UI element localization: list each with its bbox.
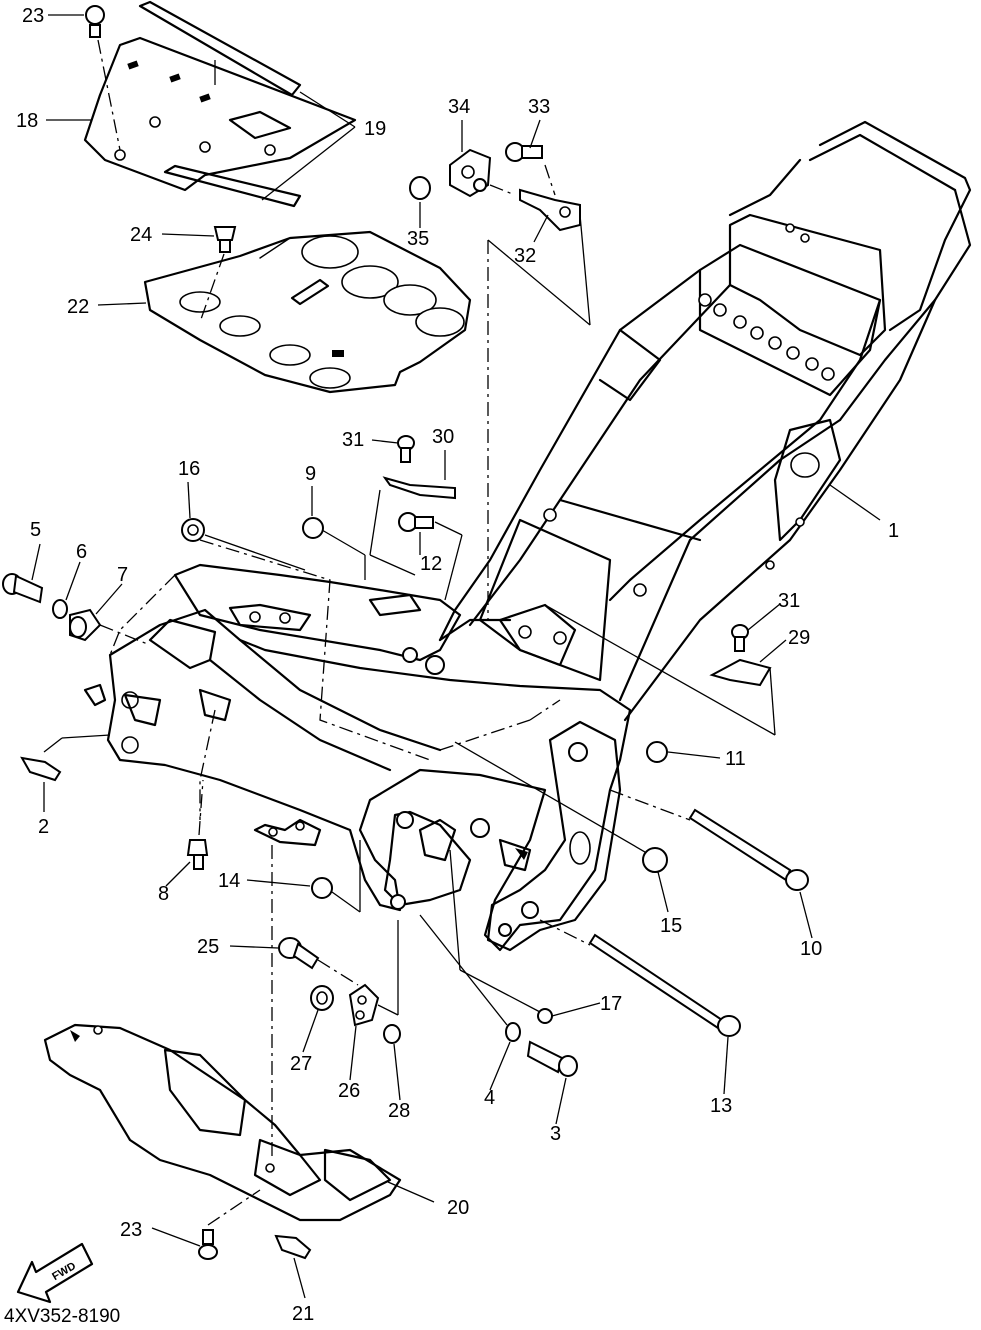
part-21-rubber-pad — [274, 1234, 312, 1260]
callout-34: 34 — [448, 96, 470, 118]
callout-18: 18 — [16, 110, 38, 132]
part-35-collar — [409, 176, 431, 200]
callout-6: 6 — [76, 541, 87, 563]
front-frame-section — [83, 539, 632, 952]
part-31-screw-top — [397, 435, 415, 463]
callout-10: 10 — [800, 938, 822, 960]
callout-29: 29 — [788, 627, 810, 649]
part-24-plate-bolt — [199, 226, 237, 323]
part-23-lower-fastener — [198, 1189, 261, 1260]
callout-17: 17 — [600, 993, 622, 1015]
part-22-intake-plate — [143, 230, 472, 394]
part-11-grommet — [646, 741, 668, 763]
callout-24: 24 — [130, 224, 152, 246]
part-28-collar — [383, 1024, 401, 1044]
part-9-grommet — [302, 517, 366, 580]
callout-5: 5 — [30, 519, 41, 541]
part-27-collar — [310, 985, 334, 1011]
callout-19: 19 — [364, 118, 386, 140]
part-16-grommet — [181, 518, 306, 571]
callout-21: 21 — [292, 1303, 314, 1325]
callout-31b: 31 — [778, 590, 800, 612]
part-6-washer — [52, 599, 68, 619]
drawing-code: 4XV352-8190 — [4, 1306, 120, 1325]
part-30-clamp — [368, 476, 456, 617]
part-14-grommet — [311, 840, 361, 913]
callout-16: 16 — [178, 458, 200, 480]
part-15-cap — [454, 741, 668, 873]
callout-8: 8 — [158, 883, 169, 905]
callout-22: 22 — [67, 296, 89, 318]
part-18-top-cover — [83, 36, 357, 192]
callout-labels: 23 18 19 34 33 35 32 24 22 31 30 16 9 12… — [4, 5, 899, 1327]
part-25-bolt — [278, 937, 359, 986]
part-13-long-bolt — [539, 919, 741, 1037]
part-2-rubber-pad — [20, 734, 111, 782]
callout-13: 13 — [710, 1095, 732, 1117]
fwd-label: FWD — [50, 1260, 78, 1283]
part-32-bracket-plate — [487, 184, 591, 620]
part-33-bolt — [505, 142, 556, 196]
part-7-collar — [69, 608, 151, 646]
callout-20: 20 — [447, 1197, 469, 1219]
callout-leaders — [31, 14, 813, 1299]
part-12-bolt — [398, 512, 463, 601]
part-34-mount-bracket — [449, 148, 492, 198]
callout-27: 27 — [290, 1053, 312, 1075]
callout-32: 32 — [514, 245, 536, 267]
callout-25: 25 — [197, 936, 219, 958]
callout-12: 12 — [420, 553, 442, 575]
callout-2: 2 — [38, 816, 49, 838]
part-4-washer — [419, 914, 521, 1042]
part-26-bracket — [348, 920, 399, 1027]
part-17-cap — [449, 849, 553, 1024]
callout-23: 23 — [22, 5, 44, 27]
part-8-bolt — [186, 779, 209, 870]
callout-15: 15 — [660, 915, 682, 937]
part-3-bolt — [526, 1040, 578, 1077]
callout-3: 3 — [550, 1123, 561, 1145]
callout-4: 4 — [484, 1087, 495, 1109]
part-31-screw-right — [731, 624, 749, 652]
callout-28: 28 — [388, 1100, 410, 1122]
part-1-main-frame — [438, 120, 972, 722]
callout-26: 26 — [338, 1080, 360, 1102]
part-23-top-fastener — [85, 5, 121, 151]
part-5-bolt — [2, 573, 44, 604]
callout-33: 33 — [528, 96, 550, 118]
callout-23b: 23 — [120, 1219, 142, 1241]
callout-31: 31 — [342, 429, 364, 451]
part-19-trim-strips — [138, 0, 356, 208]
callout-1: 1 — [888, 520, 899, 542]
part-29-clamp — [544, 604, 776, 736]
callout-7: 7 — [117, 564, 128, 586]
part-20-under-cover — [43, 845, 402, 1222]
callout-9: 9 — [305, 463, 316, 485]
callout-11: 11 — [725, 748, 746, 770]
callout-14: 14 — [218, 870, 240, 892]
part-10-long-bolt — [609, 789, 809, 891]
callout-35: 35 — [407, 228, 429, 250]
callout-30: 30 — [432, 426, 454, 448]
fwd-arrow-icon: FWD — [16, 1242, 94, 1304]
